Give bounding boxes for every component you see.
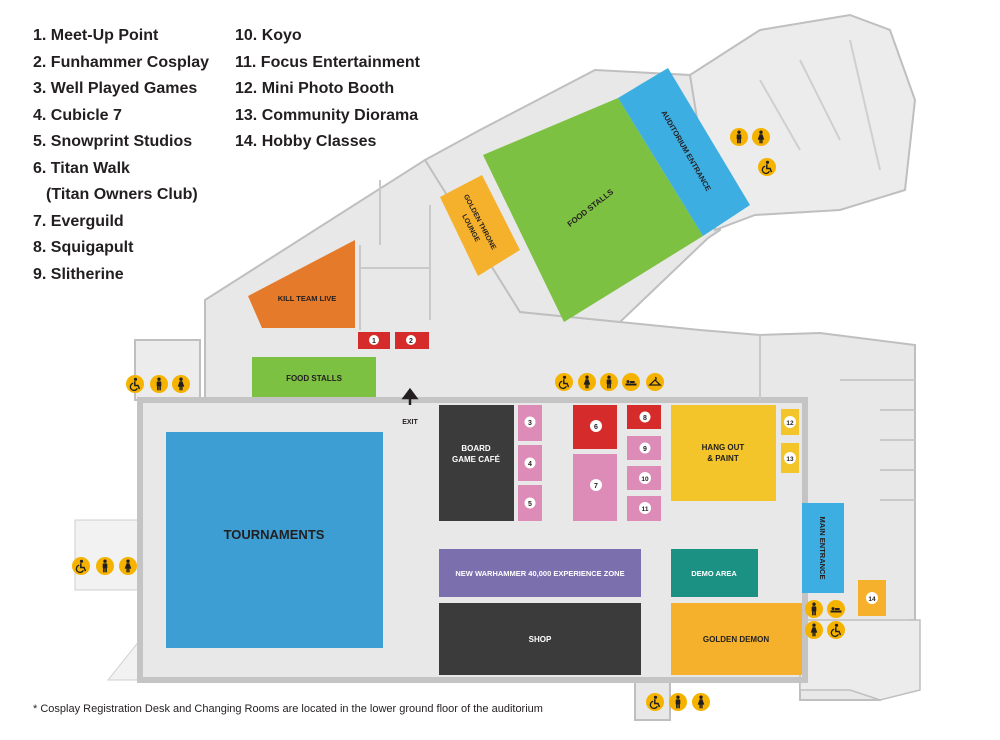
tournaments-label: TOURNAMENTS — [224, 527, 325, 542]
accessible-toilet-icon — [757, 157, 777, 177]
board-game-cafe-area — [439, 405, 514, 521]
marker-5: 5 — [528, 501, 532, 508]
hang-out-label-1: HANG OUT — [702, 443, 745, 452]
marker-6: 6 — [594, 424, 598, 431]
legend-item-4: 4. Cubicle 7 — [33, 106, 122, 124]
legend-item-6: 6. Titan Walk — [33, 159, 130, 177]
main-entrance-label: MAIN ENTRANCE — [818, 517, 827, 580]
legend-item-14: 14. Hobby Classes — [235, 133, 377, 150]
experience-zone-area — [439, 549, 641, 597]
auditorium-entrance-area — [618, 68, 750, 236]
legend-item-13: 13. Community Diorama — [235, 106, 419, 124]
female-toilet-icon — [119, 557, 137, 575]
male-toilet-icon — [150, 375, 168, 393]
legend-left: 1. Meet-Up Point 2. Funhammer Cosplay 3.… — [33, 23, 209, 288]
marker-8: 8 — [643, 415, 647, 422]
marker-11: 11 — [642, 506, 649, 513]
accessible-toilet-icon — [826, 620, 846, 640]
marker-12: 12 — [786, 420, 794, 427]
marker-1: 1 — [372, 338, 376, 345]
hang-out-paint-area — [671, 405, 776, 501]
marker-10: 10 — [641, 476, 649, 483]
male-toilet-icon — [805, 600, 823, 618]
female-toilet-icon — [578, 373, 596, 391]
shop-area — [439, 603, 641, 675]
main-entrance-area — [802, 503, 844, 593]
marker-14: 14 — [868, 596, 876, 603]
food-stalls-upper-area — [483, 98, 703, 322]
kill-team-live-area — [248, 240, 355, 328]
marker-13: 13 — [786, 456, 794, 463]
golden-demon-label: GOLDEN DEMON — [703, 635, 769, 644]
board-game-cafe-label-1: BOARD — [461, 444, 491, 453]
accessible-toilet-icon — [554, 372, 574, 392]
legend-item-6-sub: (Titan Owners Club) — [46, 186, 198, 203]
areas: TOURNAMENTS BOARD GAME CAFÉ FOOD STALLS … — [166, 68, 844, 675]
marker-3: 3 — [528, 420, 532, 427]
male-toilet-icon — [669, 693, 687, 711]
marker-9: 9 — [643, 446, 647, 453]
cloakroom-icon — [645, 372, 665, 392]
legend-item-5: 5. Snowprint Studios — [33, 133, 193, 150]
legend-item-9: 9. Slitherine — [33, 265, 124, 283]
legend-item-10: 10. Koyo — [235, 27, 302, 44]
accessible-toilet-icon — [71, 556, 91, 576]
exit-label: EXIT — [402, 419, 418, 426]
female-toilet-icon — [692, 693, 710, 711]
golden-throne-lounge-area — [440, 175, 520, 276]
kill-team-live-label: KILL TEAM LIVE — [278, 294, 337, 303]
female-toilet-icon — [172, 375, 190, 393]
baby-change-icon — [827, 600, 845, 618]
legend-item-12: 12. Mini Photo Booth — [235, 80, 395, 97]
legend-right: 10. Koyo 11. Focus Entertainment 12. Min… — [235, 23, 420, 156]
legend-item-2: 2. Funhammer Cosplay — [33, 53, 210, 71]
female-toilet-icon — [752, 128, 770, 146]
male-toilet-icon — [600, 373, 618, 391]
marker-4: 4 — [528, 461, 532, 468]
experience-zone-label: NEW WARHAMMER 40,000 EXPERIENCE ZONE — [455, 569, 624, 578]
legend-item-7: 7. Everguild — [33, 212, 124, 230]
legend-item-1: 1. Meet-Up Point — [33, 27, 159, 44]
golden-demon-area — [671, 603, 802, 675]
baby-change-icon — [622, 373, 640, 391]
food-stalls-lower-label: FOOD STALLS — [286, 374, 343, 383]
legend-item-8: 8. Squigapult — [33, 239, 134, 256]
marker-7: 7 — [594, 483, 598, 490]
food-stalls-lower-area — [252, 357, 376, 397]
exit-arrow-icon — [401, 387, 419, 405]
male-toilet-icon — [730, 128, 748, 146]
male-toilet-icon — [96, 557, 114, 575]
demo-area — [671, 549, 758, 597]
markers: 1 2 3 4 5 6 7 8 9 10 11 12 1 — [358, 332, 886, 616]
tournaments-area — [166, 432, 383, 648]
legend-item-11: 11. Focus Entertainment — [235, 53, 420, 71]
demo-area-label: DEMO AREA — [691, 569, 737, 578]
hang-out-label-2: & PAINT — [707, 454, 739, 463]
board-game-cafe-label-2: GAME CAFÉ — [452, 455, 501, 464]
female-toilet-icon — [805, 621, 823, 639]
shop-label: SHOP — [529, 635, 552, 644]
marker-2: 2 — [409, 338, 413, 345]
footnote: * Cosplay Registration Desk and Changing… — [33, 703, 543, 715]
accessible-toilet-icon — [645, 692, 665, 712]
accessible-toilet-icon — [125, 374, 145, 394]
legend-item-3: 3. Well Played Games — [33, 80, 198, 97]
